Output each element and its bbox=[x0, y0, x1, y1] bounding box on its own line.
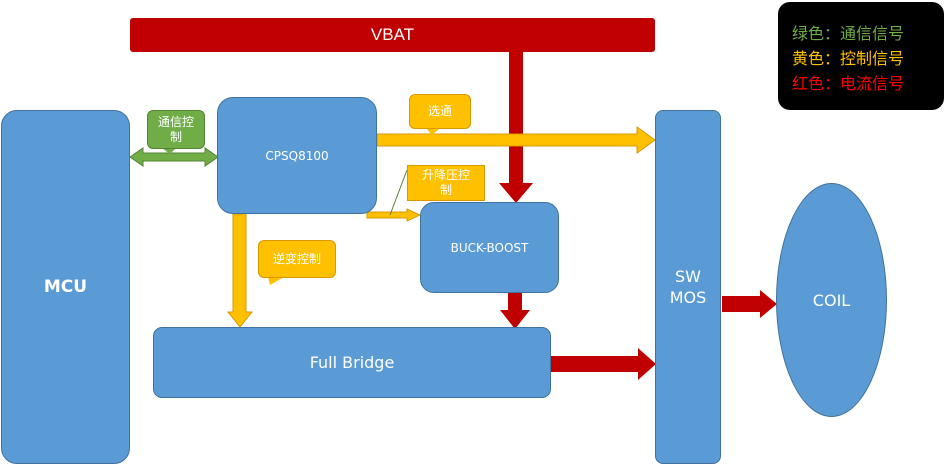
legend: 绿色：通信信号 黄色：控制信号 红色：电流信号 bbox=[778, 2, 944, 110]
legend-green: 绿色：通信信号 bbox=[792, 24, 905, 43]
arrow-mcu-cpsq-comm bbox=[129, 147, 219, 167]
full-bridge-block: Full Bridge bbox=[153, 327, 551, 398]
mcu-block: MCU bbox=[1, 110, 130, 464]
sw-mos-block: SW MOS bbox=[655, 110, 721, 464]
callout-pointer-inverter bbox=[268, 277, 284, 285]
legend-yellow: 黄色：控制信号 bbox=[792, 49, 905, 68]
callout-leader-buckctl bbox=[389, 169, 408, 216]
vbat-bar: VBAT bbox=[130, 18, 655, 52]
arrow-cpsq-to-swmos bbox=[376, 126, 656, 154]
current-arrows bbox=[499, 52, 777, 380]
callout-select: 选通 bbox=[409, 94, 471, 129]
arrow-cpsq-to-fullbridge bbox=[226, 213, 254, 328]
buck-boost-block: BUCK-BOOST bbox=[420, 202, 559, 293]
callout-inverter-control-label: 逆变控制 bbox=[272, 251, 321, 266]
legend-red: 红色：电流信号 bbox=[792, 74, 905, 93]
callout-buck-boost-control-label: 升降压控 制 bbox=[421, 168, 470, 197]
callout-buck-boost-control: 升降压控 制 bbox=[407, 165, 485, 201]
callout-comm-control: 通信控 制 bbox=[147, 110, 205, 149]
callout-select-label: 选通 bbox=[427, 104, 452, 118]
arrow-vbat-to-buck bbox=[499, 52, 533, 203]
callout-inverter-control: 逆变控制 bbox=[258, 240, 336, 278]
control-arrows bbox=[226, 126, 656, 328]
arrow-cpsq-to-buck bbox=[366, 208, 422, 222]
cpsq8100-block: CPSQ8100 bbox=[217, 97, 377, 214]
coil-block: COIL bbox=[776, 183, 887, 417]
callout-pointer-comm bbox=[162, 148, 176, 154]
arrow-swmos-to-coil bbox=[722, 290, 777, 318]
callout-comm-control-label: 通信控 制 bbox=[157, 114, 194, 144]
arrow-buck-to-fullbridge bbox=[500, 293, 530, 329]
arrow-fullbridge-to-swmos bbox=[551, 348, 656, 380]
callout-pointer-select bbox=[426, 128, 440, 135]
